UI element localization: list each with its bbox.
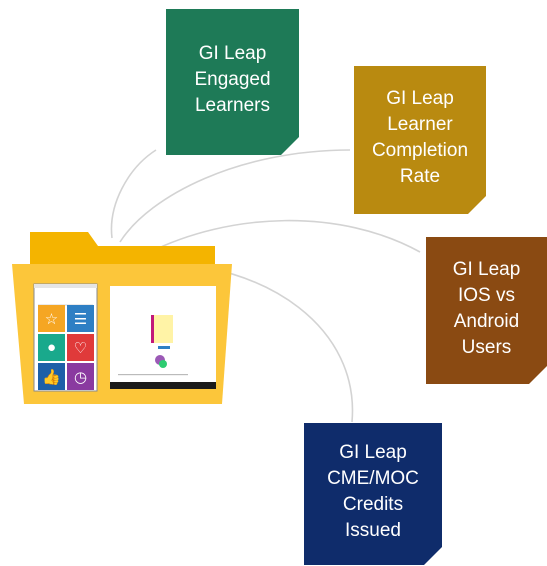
note-label: GI Leap Engaged Learners <box>194 43 271 116</box>
note-label: GI Leap IOS vs Android Users <box>452 258 521 358</box>
star-icon: ☆ <box>44 310 59 328</box>
phone-tile-grid: ☆ ☰ ● ♡ 👍 ◷ <box>38 305 96 391</box>
tablet-screenshot <box>110 286 216 389</box>
list-icon: ☰ <box>73 310 88 328</box>
thumbs-up-icon: 👍 <box>42 368 61 386</box>
person-icon: ● <box>46 339 57 356</box>
tile-heart[interactable]: ♡ <box>67 334 94 361</box>
note-ios-vs-android: GI Leap IOS vs Android Users <box>426 237 547 384</box>
note-completion-rate: GI Leap Learner Completion Rate <box>354 66 486 214</box>
tile-thumbs-up[interactable]: 👍 <box>38 363 65 390</box>
note-engaged-learners: GI Leap Engaged Learners <box>166 9 299 155</box>
heart-icon: ♡ <box>73 339 88 357</box>
note-cme-moc-credits: GI Leap CME/MOC Credits Issued <box>304 423 442 565</box>
tile-star[interactable]: ☆ <box>38 305 65 332</box>
connector-line <box>147 219 421 254</box>
connector-line <box>110 149 157 239</box>
note-label: GI Leap Learner Completion Rate <box>371 88 469 187</box>
connector-line <box>119 149 351 243</box>
clock-icon: ◷ <box>73 368 88 386</box>
tile-person[interactable]: ● <box>38 334 65 361</box>
note-label: GI Leap CME/MOC Credits Issued <box>327 442 419 541</box>
tile-clock[interactable]: ◷ <box>67 363 94 390</box>
tile-list[interactable]: ☰ <box>67 305 94 332</box>
